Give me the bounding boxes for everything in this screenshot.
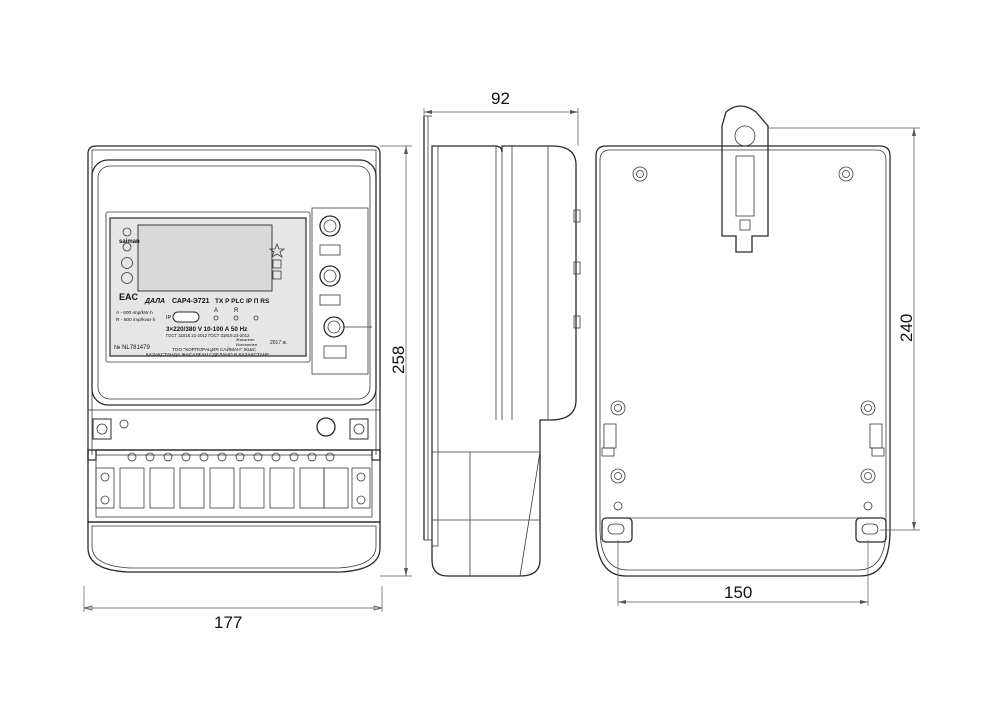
- dim-total-height: 258: [389, 346, 408, 374]
- button-upper: [319, 215, 341, 237]
- mounting-holes: [610, 166, 876, 511]
- interfaces-label: TX P PLC IP П RS: [215, 298, 270, 305]
- lcd-screen: [137, 224, 273, 292]
- indicator-a-label: A: [214, 308, 218, 314]
- class-b-icon: [121, 272, 133, 284]
- dim-back-width: 150: [724, 583, 752, 602]
- front-view: saiman EAC ДАЛА САР4-Э721 TX P PLC IP П …: [83, 145, 383, 632]
- dim-back-height: 240: [897, 314, 916, 342]
- rating-label: 3×220/380 V 10-100 A 50 Hz: [166, 326, 247, 333]
- side-housing-outline: [431, 145, 577, 577]
- front-cover: [91, 159, 377, 406]
- meter-icon: [272, 270, 282, 280]
- seal-knob: [323, 316, 345, 338]
- model-label: САР4-Э721: [172, 298, 210, 305]
- square-icon: [272, 259, 282, 269]
- standards-label: ГОСТ 31818.21-2012 ГОСТ 31819.23-2012: [166, 333, 250, 338]
- cert-icon: [122, 242, 132, 252]
- year-label: 2017 ж.: [270, 340, 287, 346]
- seal-screw-left: [92, 418, 112, 440]
- brand-label: saiman: [119, 239, 140, 245]
- model-prefix: ДАЛА: [144, 298, 165, 305]
- made-kz-label: Жасалған: [236, 337, 254, 342]
- ip-port: [172, 311, 200, 323]
- star-icon: [268, 242, 286, 258]
- led-a: [213, 315, 219, 321]
- dim-side-depth: 92: [491, 89, 510, 108]
- maker-label: ТОО "КОРПОРАЦИЯ САЙМАН" ЖШС: [172, 345, 256, 353]
- class-a-icon: [121, 257, 133, 269]
- const-r-label: R - 600 imp/kvar·h: [116, 317, 156, 323]
- ip-label: IP: [166, 315, 172, 321]
- led-r: [233, 315, 239, 321]
- din-rail-clip: [721, 105, 769, 253]
- lower-mount-left: [601, 517, 633, 543]
- back-housing-outline: [595, 145, 891, 577]
- terminal-cover: [87, 521, 381, 573]
- back-view: 240 150: [595, 105, 920, 606]
- indicator-r-label: R: [234, 308, 239, 314]
- terminal-clamps: [95, 452, 371, 509]
- const-a-label: A - 600 imp/kW·h: [116, 310, 153, 316]
- origin-label: ҚАЗАҚСТАНДА ЖАСАЛҒАН СДЕЛАНО В КАЗАХСТАН…: [146, 352, 270, 358]
- eac-mark: EAC: [119, 292, 139, 302]
- seal-screw-right: [349, 418, 369, 440]
- button-middle: [319, 265, 341, 287]
- side-view: 92 258: [380, 89, 581, 577]
- dim-front-width: 177: [214, 613, 242, 632]
- made-ru-label: Изготовлен: [236, 342, 257, 347]
- display-window: [105, 211, 311, 363]
- serial-label: № NL781479: [114, 344, 150, 351]
